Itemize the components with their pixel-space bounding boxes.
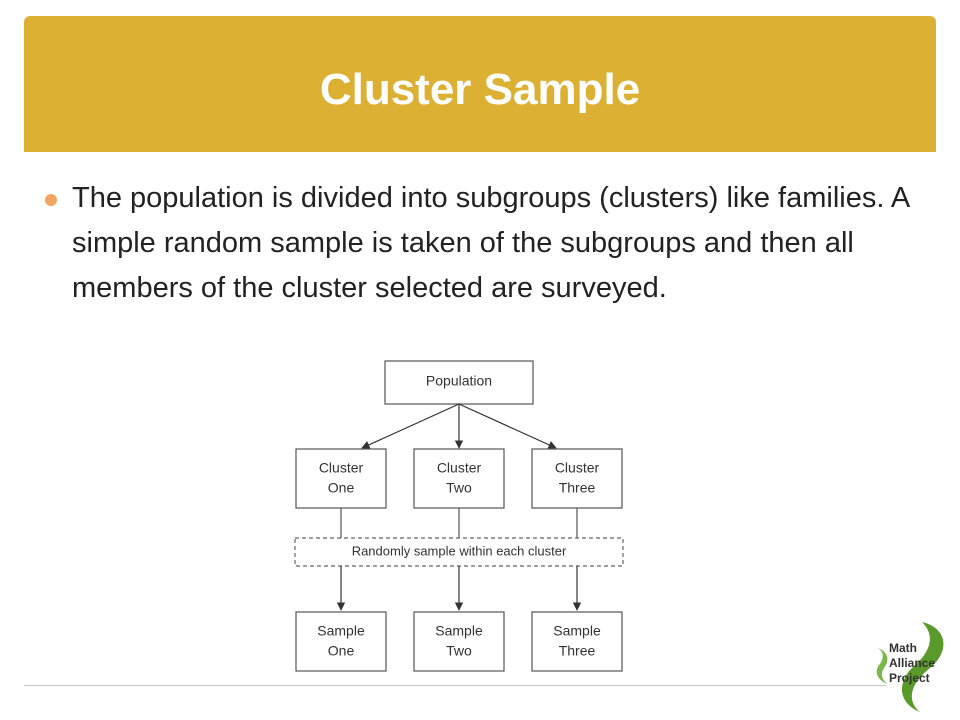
population-label: Population bbox=[426, 373, 492, 389]
title-banner bbox=[24, 16, 936, 152]
cluster-two-node: Cluster Two bbox=[413, 448, 505, 509]
logo-swoosh-icon bbox=[901, 622, 944, 712]
sample-three-label-line1: Sample bbox=[553, 623, 601, 639]
population-node: Population bbox=[384, 360, 534, 405]
random-sample-step-label: Randomly sample within each cluster bbox=[352, 543, 567, 558]
cluster-three-label-line2: Three bbox=[559, 480, 596, 496]
random-sample-step: Randomly sample within each cluster bbox=[294, 537, 624, 567]
cluster-one-node: Cluster One bbox=[295, 448, 387, 509]
bullet-marker bbox=[45, 194, 57, 206]
cluster-three-node: Cluster Three bbox=[531, 448, 623, 509]
cluster-three-label-line1: Cluster bbox=[555, 460, 600, 476]
logo-text: Math Alliance Project bbox=[889, 641, 935, 686]
cluster-two-label-line2: Two bbox=[446, 480, 472, 496]
sample-two-node: Sample Two bbox=[413, 611, 505, 672]
sample-one-label-line2: One bbox=[328, 643, 355, 659]
logo-line-3: Project bbox=[889, 671, 930, 685]
footer-divider bbox=[24, 685, 886, 686]
sample-three-node: Sample Three bbox=[531, 611, 623, 672]
arrow-population-cluster-three bbox=[458, 403, 557, 449]
logo-swoosh-small-icon bbox=[876, 648, 888, 684]
arrow-population-cluster-one bbox=[361, 403, 460, 449]
cluster-one-label-line2: One bbox=[328, 480, 355, 496]
bullet-text: The population is divided into subgroups… bbox=[72, 182, 909, 304]
logo-line-1: Math bbox=[889, 641, 917, 655]
sample-two-label-line1: Sample bbox=[435, 623, 483, 639]
cluster-one-label-line1: Cluster bbox=[319, 460, 364, 476]
sample-one-label-line1: Sample bbox=[317, 623, 365, 639]
cluster-two-label-line1: Cluster bbox=[437, 460, 482, 476]
slide-title: Cluster Sample bbox=[319, 65, 641, 114]
logo-line-2: Alliance bbox=[889, 656, 936, 670]
sample-three-label-line2: Three bbox=[559, 643, 596, 659]
sample-one-node: Sample One bbox=[295, 611, 387, 672]
sample-two-label-line2: Two bbox=[446, 643, 472, 659]
